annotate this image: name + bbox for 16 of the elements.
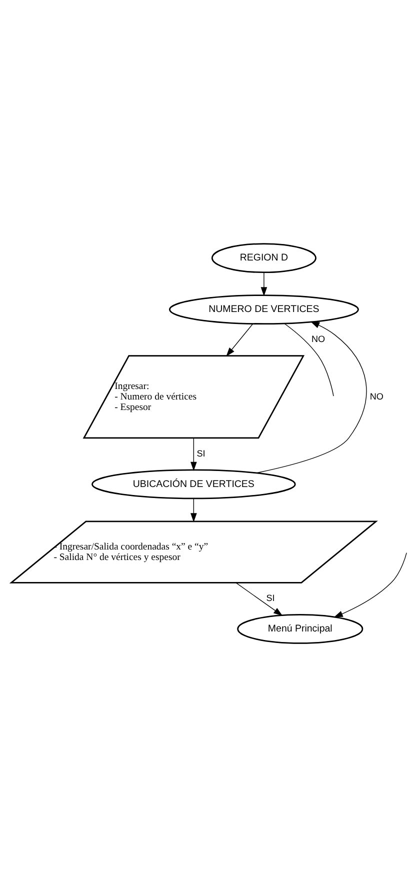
edge-label: NO: [370, 390, 384, 401]
arrow: [190, 437, 197, 470]
arrow: [256, 321, 367, 473]
node-ellipse: Menú Principal: [237, 613, 364, 644]
arrow: [236, 582, 283, 616]
edge-label: NO: [311, 334, 325, 344]
node-ellipse: NUMERO DE VERTICES: [168, 294, 359, 324]
node-ellipse: REGION D: [211, 242, 316, 273]
edge-label: SI: [196, 448, 206, 458]
edge-label: SI: [266, 592, 275, 603]
node-ellipse: UBICACIÓN DE VERTICES: [92, 468, 296, 499]
arrow: [260, 272, 268, 296]
arrow: [226, 323, 254, 356]
arrow: [334, 552, 407, 617]
connector: [284, 322, 334, 396]
arrow: [190, 498, 197, 522]
